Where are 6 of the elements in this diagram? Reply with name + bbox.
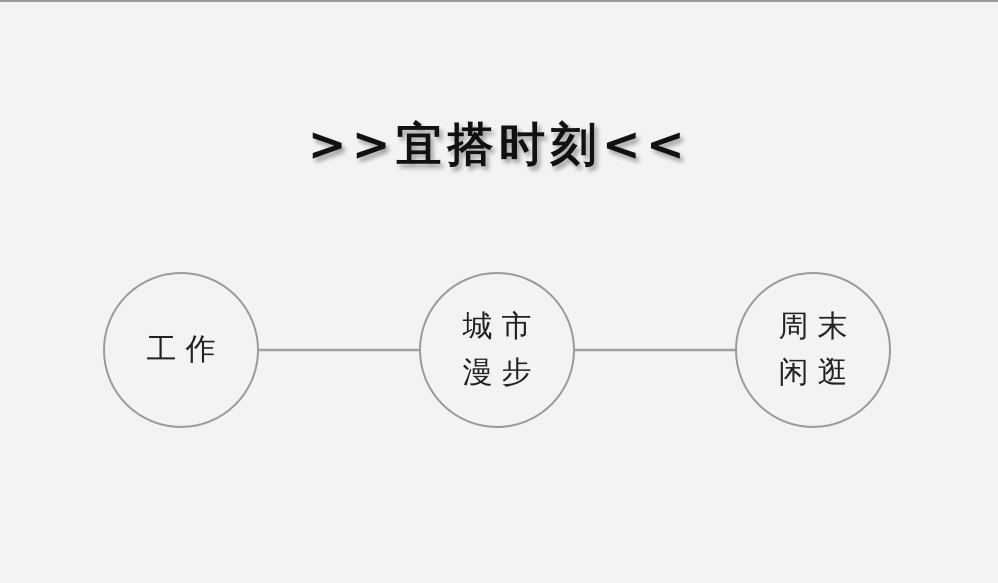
connector-line	[259, 348, 419, 352]
connector-line	[575, 348, 735, 352]
node-label: 周末闲逛	[778, 308, 858, 392]
node-label: 工作	[146, 330, 226, 369]
title: >>宜搭时刻<<	[308, 116, 690, 173]
node-label: 城市漫步	[462, 308, 542, 392]
